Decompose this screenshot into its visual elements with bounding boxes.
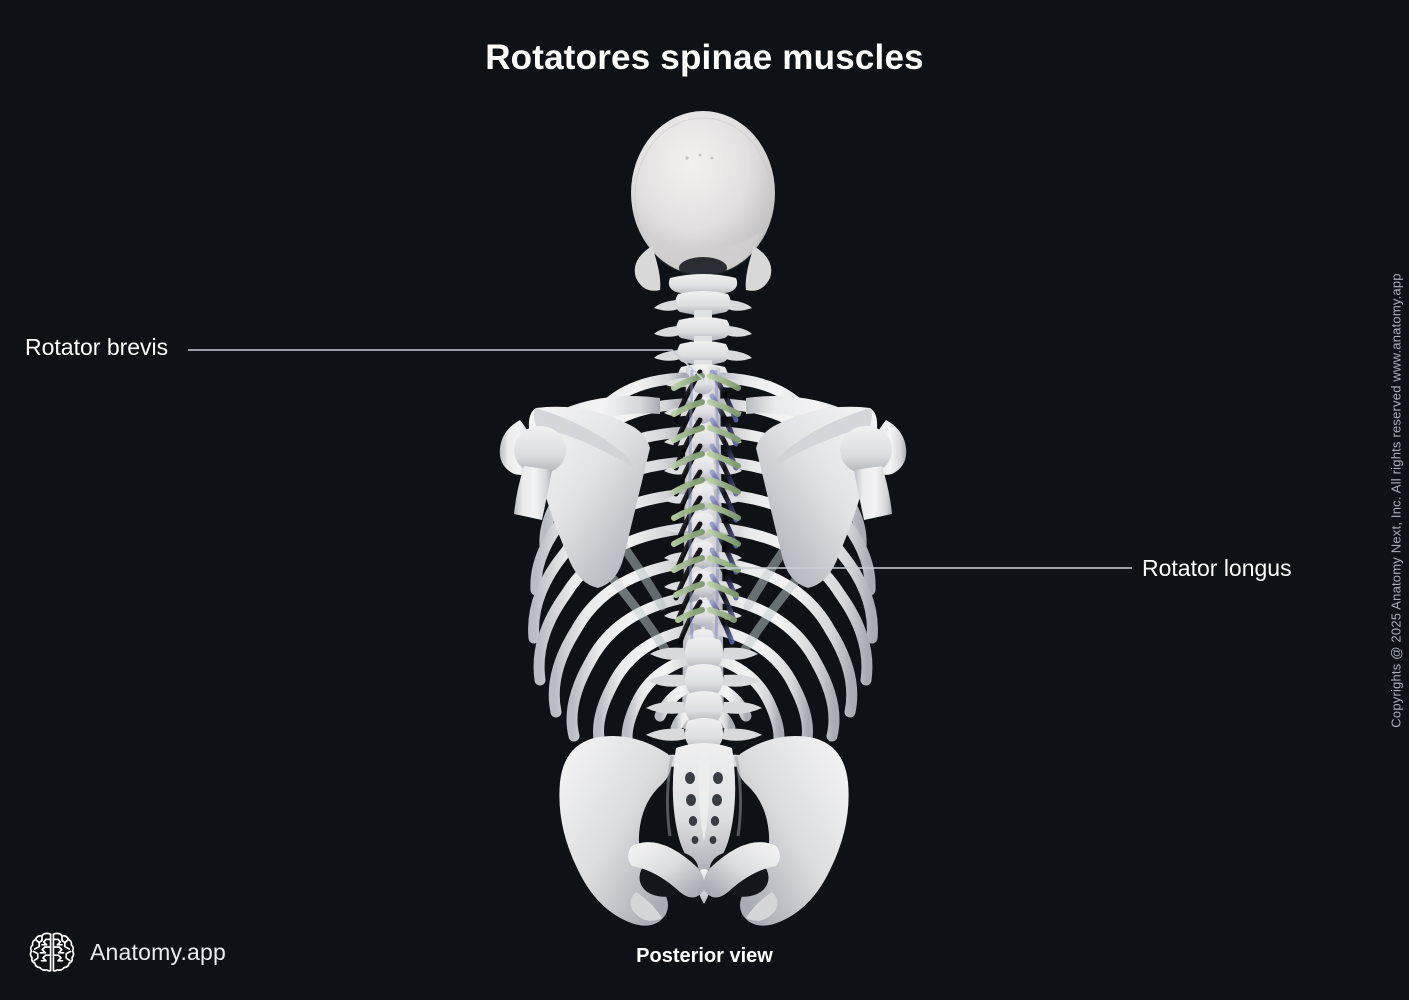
label-rotator-brevis: Rotator brevis xyxy=(25,334,169,360)
copyright-text: Copyrights @ 2025 Anatomy Next, Inc. All… xyxy=(1388,272,1404,728)
cervical-vertebrae xyxy=(654,274,752,393)
shoulder-girdle xyxy=(499,396,907,588)
lumbar-vertebrae xyxy=(646,637,762,777)
ilium-right xyxy=(737,736,849,926)
skull xyxy=(631,111,775,291)
humerus-head-right xyxy=(840,426,892,474)
copyright-notice: Copyrights @ 2025 Anatomy Next, Inc. All… xyxy=(1379,0,1409,1000)
humerus-left xyxy=(514,466,552,520)
page-title: Rotatores spinae muscles xyxy=(485,38,924,77)
humerus-head-left xyxy=(514,426,566,474)
rotatores-brevis-muscles xyxy=(671,373,741,623)
ilium-left xyxy=(559,736,671,926)
brand-name: Anatomy.app xyxy=(90,938,227,965)
pubis-ischium xyxy=(628,842,705,898)
brain-icon xyxy=(29,932,75,972)
humerus-right xyxy=(854,466,892,520)
brand-logo[interactable]: Anatomy.app xyxy=(28,928,226,976)
label-rotator-longus: Rotator longus xyxy=(1142,555,1292,581)
view-caption: Posterior view xyxy=(636,945,773,967)
pelvis xyxy=(559,736,849,926)
